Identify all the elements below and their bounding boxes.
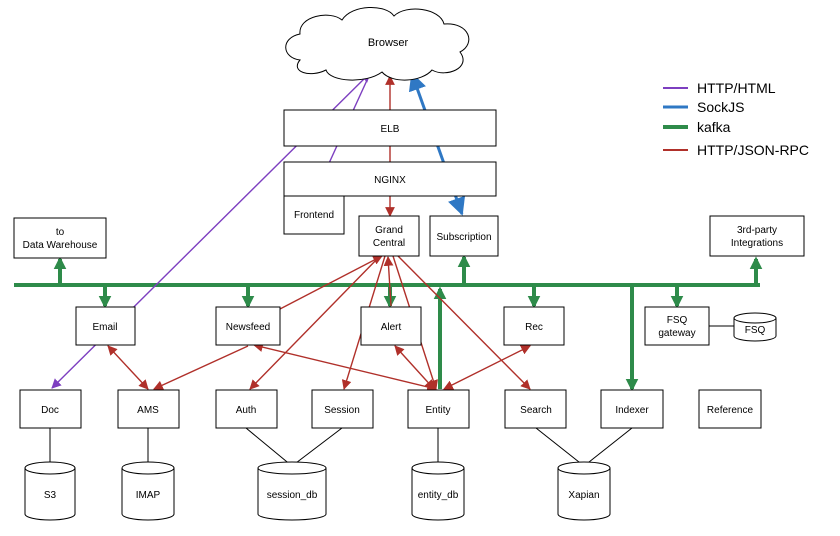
legend-item-sockjs: SockJS — [663, 99, 744, 115]
fsq-store: FSQ — [733, 312, 777, 342]
elb-label: ELB — [381, 124, 400, 135]
entity-label: Entity — [425, 405, 450, 416]
newsfeed-label: Newsfeed — [226, 322, 270, 333]
session-db-label: session_db — [267, 490, 318, 501]
rpc-alert-grand-central — [383, 256, 394, 307]
xapian-label: Xapian — [568, 490, 599, 501]
xapian-store: Xapian — [557, 461, 611, 521]
cloud-shape — [285, 6, 470, 81]
session-label: Session — [324, 405, 360, 416]
browser-label: Browser — [368, 37, 409, 49]
subscription-box: Subscription — [429, 215, 499, 257]
legend-item-http-json-rpc: HTTP/JSON-RPC — [663, 142, 809, 158]
subscription-label: Subscription — [436, 232, 491, 243]
frontend-box: Frontend — [283, 195, 345, 235]
connector-auth-session-db — [245, 427, 293, 467]
doc-box: Doc — [19, 389, 82, 429]
rpc-newsfeed-entity — [253, 342, 437, 392]
legend-label-kafka: kafka — [697, 119, 731, 135]
auth-label: Auth — [236, 405, 257, 416]
grand-central-box: Grand Central — [358, 215, 420, 257]
storage-connectors — [49, 325, 734, 467]
legend-label-sockjs: SockJS — [697, 99, 744, 115]
search-box: Search — [504, 389, 567, 429]
browser-cloud: Browser — [285, 6, 470, 81]
connector-indexer-xapian — [583, 427, 633, 467]
legend-label-http-json-rpc: HTTP/JSON-RPC — [697, 142, 809, 158]
fsq-label: FSQ — [745, 325, 766, 336]
third-party-box: 3rd-party Integrations — [709, 215, 805, 257]
data-warehouse-box: to Data Warehouse — [13, 217, 107, 259]
data-warehouse-label-1: to — [56, 227, 65, 238]
ams-box: AMS — [117, 389, 180, 429]
rpc-alert-entity — [394, 345, 435, 390]
reference-box: Reference — [698, 389, 762, 429]
legend-label-http-html: HTTP/HTML — [697, 80, 776, 96]
indexer-box: Indexer — [600, 389, 664, 429]
email-label: Email — [92, 322, 117, 333]
ams-label: AMS — [137, 405, 159, 416]
indexer-label: Indexer — [615, 405, 649, 416]
entity-box: Entity — [407, 389, 470, 429]
doc-label: Doc — [41, 405, 59, 416]
imap-label: IMAP — [136, 490, 161, 501]
third-party-label-1: 3rd-party — [737, 225, 777, 236]
reference-label: Reference — [707, 405, 754, 416]
connector-session-session-db — [291, 427, 343, 467]
session-box: Session — [311, 389, 374, 429]
fsq-gateway-box: FSQ gateway — [644, 306, 710, 346]
auth-box: Auth — [215, 389, 278, 429]
nginx-box: NGINX — [283, 161, 497, 197]
s3-label: S3 — [44, 490, 57, 501]
grand-central-label-1: Grand — [375, 225, 403, 236]
newsfeed-box: Newsfeed — [215, 306, 281, 346]
rpc-email-ams — [107, 345, 149, 390]
fsq-gateway-label-2: gateway — [658, 328, 695, 339]
rpc-newsfeed-ams — [153, 345, 249, 390]
connector-search-xapian — [535, 427, 585, 467]
rpc-newsfeed-grand-central — [279, 255, 383, 310]
rpc-rec-entity — [443, 345, 531, 390]
fsq-gateway-label-1: FSQ — [667, 315, 688, 326]
imap-store: IMAP — [121, 461, 175, 521]
search-label: Search — [520, 405, 552, 416]
legend-item-http-html: HTTP/HTML — [663, 80, 776, 96]
legend-item-kafka: kafka — [663, 119, 731, 135]
nginx-label: NGINX — [374, 175, 406, 186]
entity-db-label: entity_db — [418, 490, 459, 501]
session-db-store: session_db — [257, 461, 327, 521]
legend: HTTP/HTML SockJS kafka HTTP/JSON-RPC — [663, 80, 809, 158]
alert-box: Alert — [360, 306, 422, 346]
email-box: Email — [75, 306, 136, 346]
rec-box: Rec — [503, 306, 565, 346]
rec-label: Rec — [525, 322, 543, 333]
entity-db-store: entity_db — [411, 461, 465, 521]
data-warehouse-label-2: Data Warehouse — [23, 240, 98, 251]
frontend-label: Frontend — [294, 210, 334, 221]
grand-central-label-2: Central — [373, 238, 405, 249]
s3-store: S3 — [24, 461, 76, 521]
alert-label: Alert — [381, 322, 402, 333]
elb-box: ELB — [283, 109, 497, 147]
third-party-label-2: Integrations — [731, 238, 783, 249]
